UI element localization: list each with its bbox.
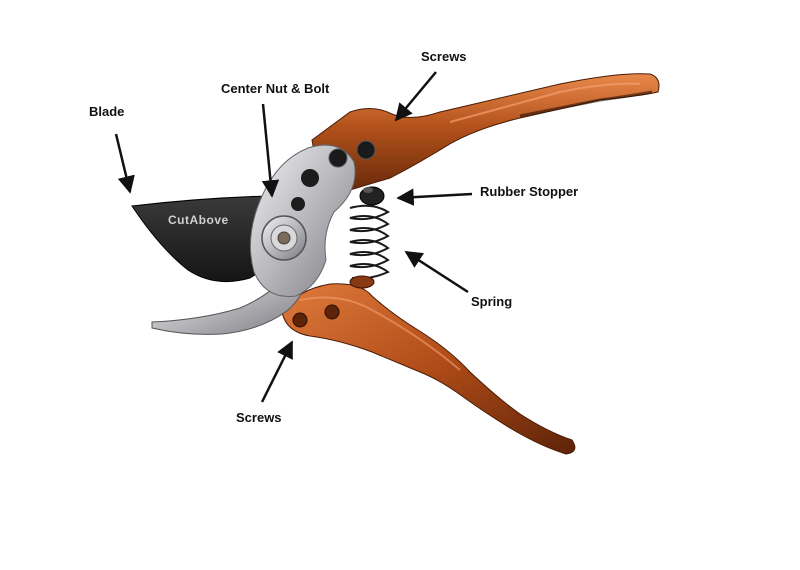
arrow-icon xyxy=(261,103,280,198)
arrows xyxy=(114,71,473,403)
arrow-icon xyxy=(396,188,473,206)
label-rubber-stopper: Rubber Stopper xyxy=(480,184,579,199)
arrow-icon xyxy=(260,340,294,403)
arrow-icon xyxy=(394,71,437,122)
upper-handle xyxy=(311,73,660,191)
center-plate xyxy=(249,144,356,297)
label-center-nut-bolt: Center Nut & Bolt xyxy=(221,81,330,96)
label-screws-bottom: Screws xyxy=(236,410,282,425)
label-screws-top: Screws xyxy=(421,49,467,64)
lower-handle xyxy=(281,283,576,455)
center-nut-bolt xyxy=(261,215,307,261)
brand-logo: CutAbove xyxy=(168,213,229,227)
rubber-stopper xyxy=(359,186,385,206)
arrow-icon xyxy=(404,250,469,294)
spring xyxy=(349,204,390,289)
bottom-screws xyxy=(292,304,340,328)
arrow-icon xyxy=(114,133,135,194)
label-blade: Blade xyxy=(89,104,125,119)
top-screws xyxy=(328,140,376,168)
label-spring: Spring xyxy=(471,294,513,309)
